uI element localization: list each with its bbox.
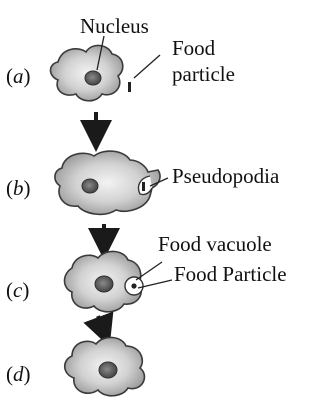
amoeba-b-nucleus <box>82 179 98 193</box>
amoeba-a <box>51 36 161 101</box>
label-food-particle-c: Food Particle <box>174 262 287 286</box>
label-pseudopodia: Pseudopodia <box>172 164 279 188</box>
amoeba-a-nucleus <box>85 71 101 85</box>
food-particle-c <box>131 283 136 288</box>
food-particle-pointer <box>134 55 160 78</box>
step-letter-c: c <box>13 278 22 302</box>
step-letter-d: d <box>13 362 24 386</box>
amoeba-d <box>65 337 145 395</box>
step-label-c: (c) <box>6 278 29 302</box>
amoeba-c <box>65 251 173 311</box>
label-food-particle-line1: Food <box>172 36 215 60</box>
amoeba-d-nucleus <box>99 362 117 378</box>
label-food-vacuole: Food vacuole <box>158 232 272 256</box>
step-letter-b: b <box>13 176 24 200</box>
amoeba-c-nucleus <box>95 276 113 292</box>
step-letter-a: a <box>13 64 24 88</box>
step-label-b: (b) <box>6 176 31 200</box>
label-food-particle-line2: particle <box>172 62 235 86</box>
food-particle-a <box>128 82 131 92</box>
step-label-a: (a) <box>6 64 31 88</box>
arrow-c-to-d <box>98 316 104 332</box>
amoeba-b <box>55 151 168 214</box>
step-label-d: (d) <box>6 362 31 386</box>
food-particle-b <box>142 182 145 191</box>
label-nucleus: Nucleus <box>80 14 149 38</box>
